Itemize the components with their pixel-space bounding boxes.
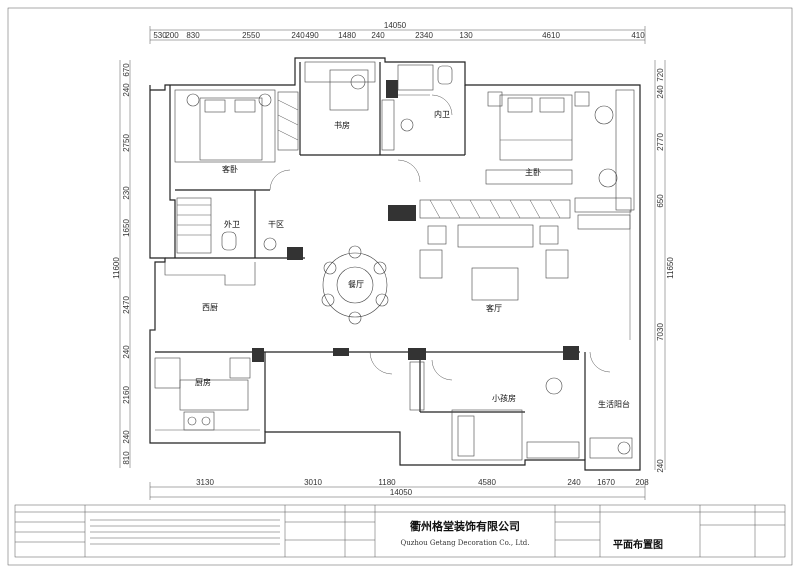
left-dim: 2750 bbox=[122, 134, 131, 152]
room-label-utility-balcony: 生活阳台 bbox=[598, 399, 630, 409]
top-dim: 410 bbox=[631, 31, 645, 40]
room-label-dry-area: 干区 bbox=[268, 220, 284, 229]
right-dim: 2770 bbox=[656, 133, 665, 151]
room-label-guest-bedroom: 客卧 bbox=[222, 164, 238, 174]
drawing-border bbox=[7, 7, 793, 566]
top-overall-dim: 14050 bbox=[384, 21, 407, 30]
bottom-dim: 1180 bbox=[378, 478, 396, 487]
top-dim: 530 bbox=[153, 31, 167, 40]
room-label-inner-bath: 内卫 bbox=[434, 109, 450, 119]
right-dim: 650 bbox=[656, 194, 665, 208]
left-dim: 810 bbox=[122, 451, 131, 465]
room-label-dining: 餐厅 bbox=[348, 280, 364, 289]
balcony-fixtures bbox=[589, 437, 633, 459]
room-label-kitchen: 厨房 bbox=[195, 377, 211, 387]
right-dimension-chain: 720 240 2770 650 7030 240 11650 bbox=[654, 60, 675, 473]
room-label-outer-bath: 外卫 bbox=[224, 219, 240, 229]
bottom-dim: 240 bbox=[567, 478, 581, 487]
left-dim: 670 bbox=[122, 63, 131, 77]
exterior-walls bbox=[149, 57, 641, 471]
kids-room-furniture bbox=[409, 361, 580, 461]
top-dim: 4610 bbox=[542, 31, 560, 40]
bottom-dim: 3130 bbox=[196, 478, 214, 487]
bottom-dim: 208 bbox=[635, 478, 649, 487]
left-dim: 230 bbox=[122, 186, 131, 200]
room-label-master-bedroom: 主卧 bbox=[525, 167, 541, 177]
top-dim: 490 bbox=[305, 31, 319, 40]
left-dim: 2160 bbox=[122, 386, 131, 404]
living-room-furniture bbox=[419, 197, 632, 340]
bottom-dim: 4580 bbox=[478, 478, 496, 487]
left-dim: 240 bbox=[122, 83, 131, 97]
left-dim: 240 bbox=[122, 430, 131, 444]
left-dim: 1650 bbox=[122, 219, 131, 237]
master-bedroom-furniture bbox=[485, 89, 635, 211]
right-dim: 720 bbox=[656, 68, 665, 82]
right-dim: 240 bbox=[656, 85, 665, 99]
top-dim: 200 bbox=[165, 31, 179, 40]
top-dim: 130 bbox=[459, 31, 473, 40]
company-name-en: Quzhou Getang Decoration Co., Ltd. bbox=[400, 539, 529, 547]
left-dim: 2470 bbox=[122, 296, 131, 314]
top-dim: 240 bbox=[371, 31, 385, 40]
top-dim: 2550 bbox=[242, 31, 260, 40]
kitchen-fixtures bbox=[154, 357, 260, 431]
top-dim: 240 bbox=[291, 31, 305, 40]
study-furniture bbox=[304, 61, 395, 151]
top-dim: 1480 bbox=[338, 31, 356, 40]
drawing-title: 平面布置图 bbox=[613, 538, 663, 551]
guest-bedroom-furniture bbox=[174, 89, 299, 163]
western-kitchen-counter bbox=[150, 262, 256, 331]
room-label-kids-room: 小孩房 bbox=[492, 393, 516, 403]
left-dimension-chain: 11600 670 240 2750 230 1650 2470 240 216… bbox=[112, 60, 131, 468]
bottom-dim: 3010 bbox=[304, 478, 322, 487]
left-dim: 240 bbox=[122, 345, 131, 359]
structural-columns bbox=[252, 80, 579, 362]
company-name-cn: 衢州格堂装饰有限公司 bbox=[410, 519, 520, 533]
left-overall-dim: 11600 bbox=[112, 257, 121, 279]
outer-bath-fixtures bbox=[176, 197, 277, 254]
inner-bath-fixtures bbox=[397, 64, 453, 132]
top-dim: 2340 bbox=[415, 31, 433, 40]
right-dim: 240 bbox=[656, 459, 665, 473]
bottom-overall-dim: 14050 bbox=[390, 488, 413, 497]
room-label-study: 书房 bbox=[334, 120, 350, 130]
top-dim: 830 bbox=[186, 31, 200, 40]
room-label-western-kitchen: 西厨 bbox=[202, 303, 218, 312]
bottom-dimension-chain: 3130 3010 1180 4580 240 1670 208 14050 bbox=[149, 478, 649, 500]
room-label-living: 客厅 bbox=[486, 303, 502, 313]
bottom-dim: 1670 bbox=[597, 478, 615, 487]
top-dimension-chain: 14050 530 200 830 2550 240 490 1480 240 … bbox=[149, 21, 646, 44]
title-block: 衢州格堂装饰有限公司 Quzhou Getang Decoration Co.,… bbox=[14, 504, 786, 558]
door-swings bbox=[269, 94, 611, 381]
dining-table bbox=[321, 245, 389, 325]
right-dim: 7030 bbox=[656, 323, 665, 341]
right-overall-dim: 11650 bbox=[666, 257, 675, 279]
